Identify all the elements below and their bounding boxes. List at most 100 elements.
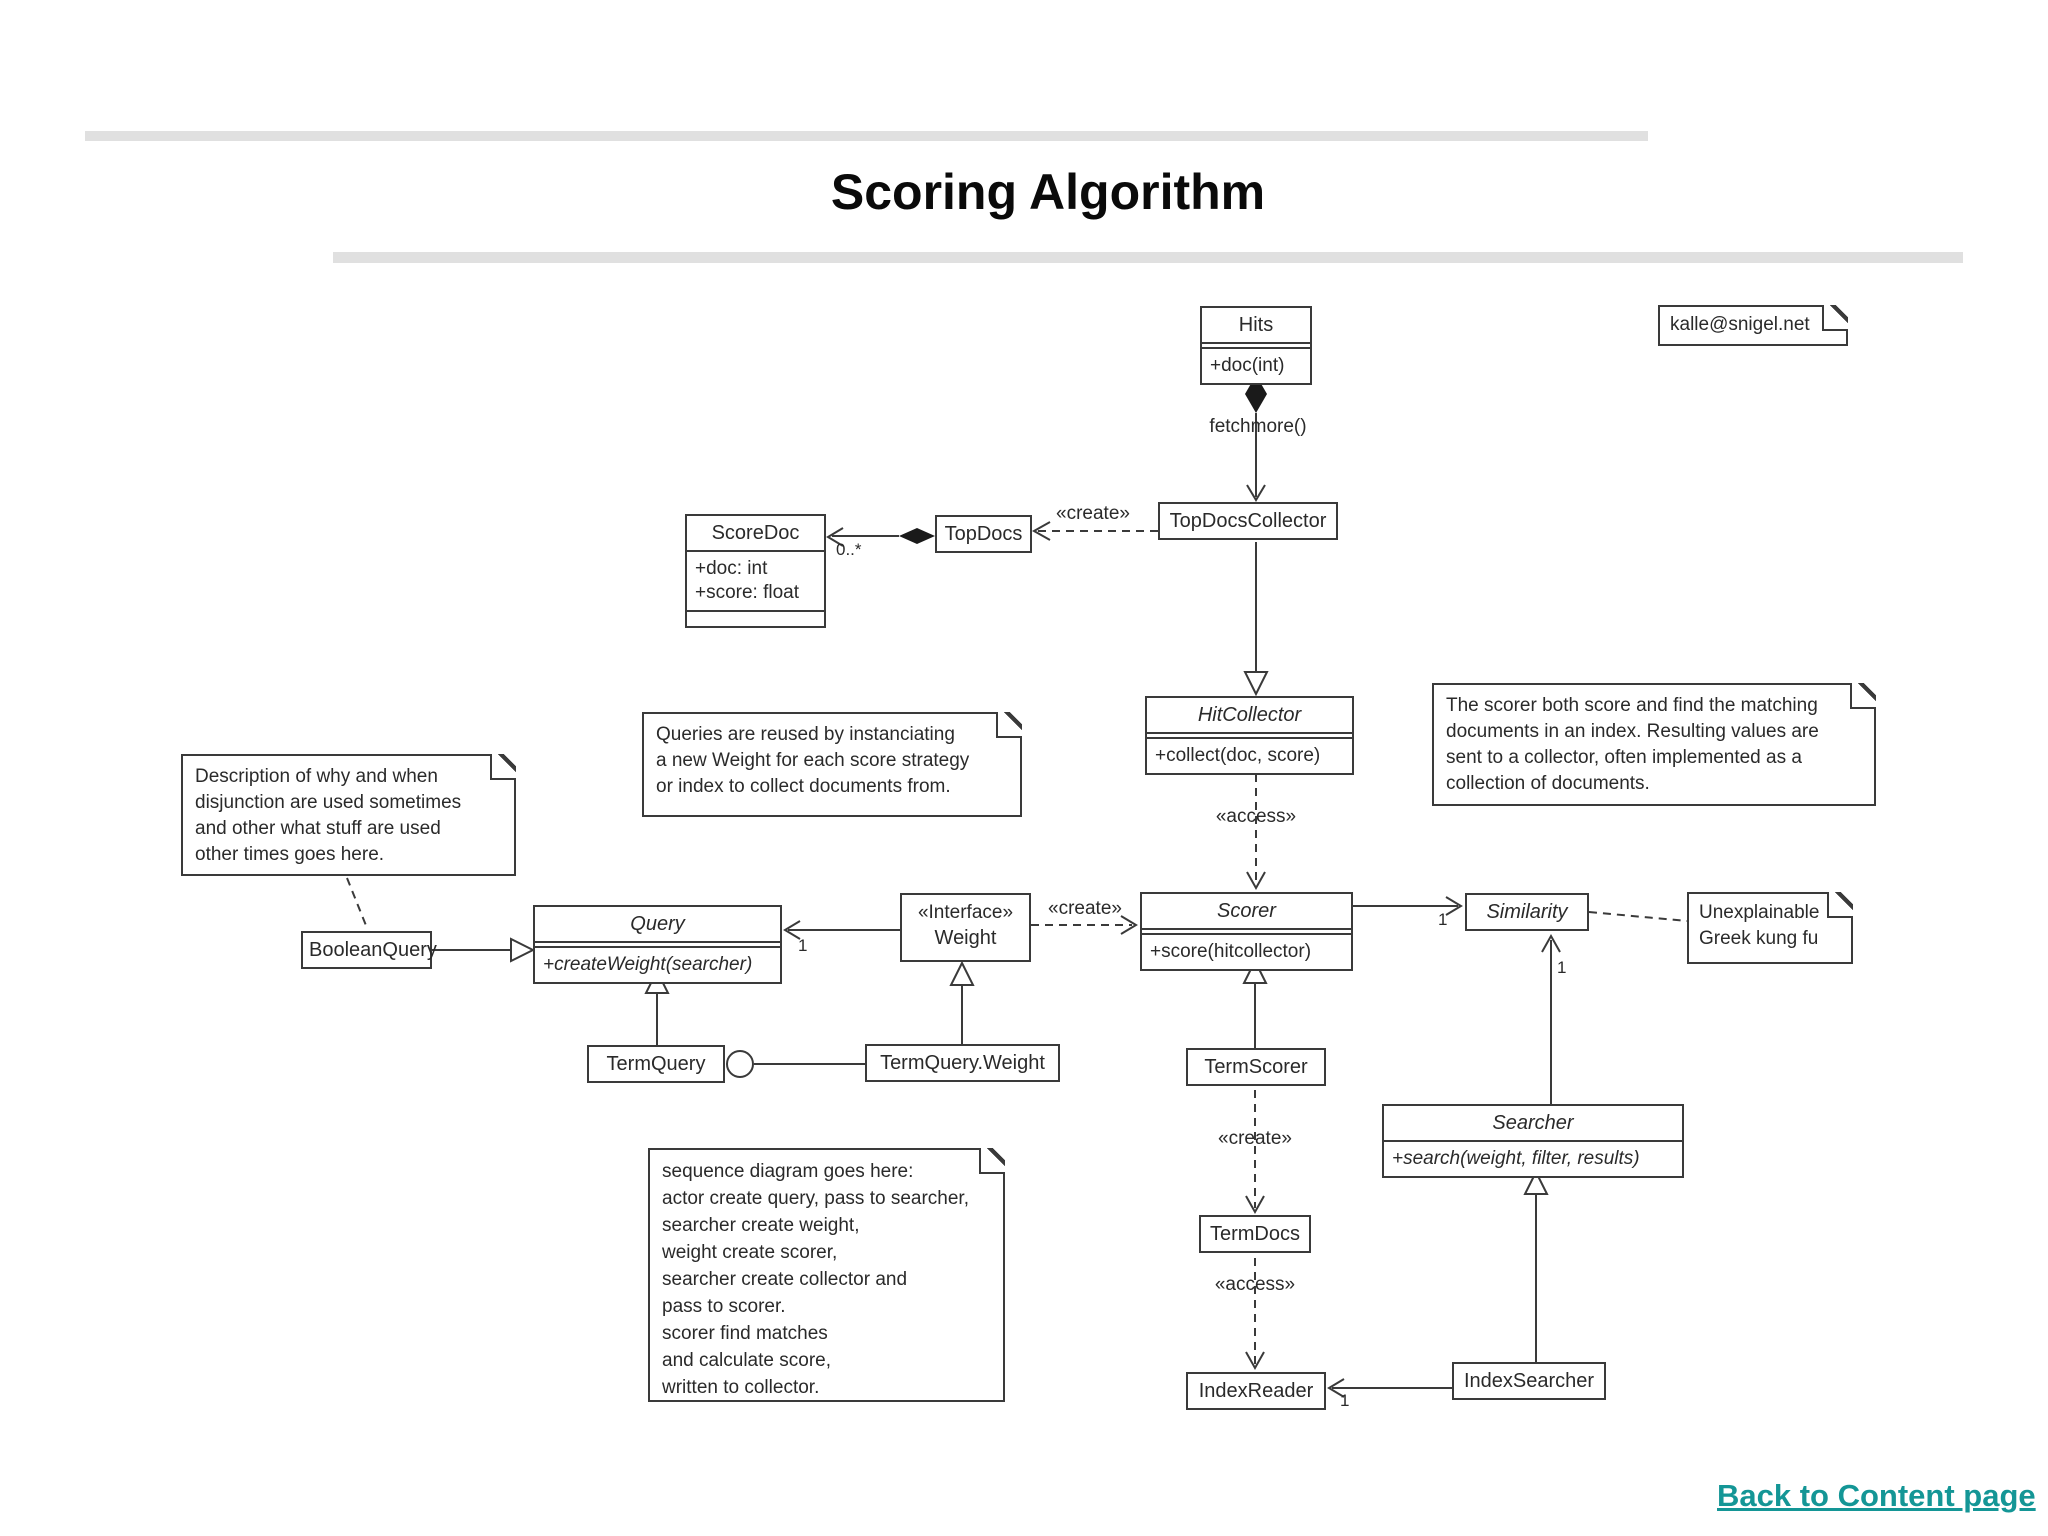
open-arrow-icon	[1031, 521, 1051, 541]
back-to-content-link[interactable]: Back to Content page	[1717, 1478, 2036, 1513]
class-name: Weight	[934, 927, 997, 949]
multiplicity-similarity-left: 1	[1438, 910, 1448, 929]
class-name: BooleanQuery	[309, 939, 437, 961]
class-attribute: +doc: int	[695, 558, 768, 579]
class-termdocs: TermDocs	[1199, 1215, 1311, 1253]
open-arrow-icon	[826, 527, 844, 547]
stereotype-label: «Interface»	[917, 902, 1014, 923]
open-arrow-icon	[1246, 484, 1266, 502]
open-arrow-icon	[1245, 1195, 1265, 1215]
class-termquery: TermQuery	[587, 1045, 725, 1083]
class-name: TopDocs	[944, 523, 1023, 545]
note-text: Unexplainable Greek kung fu	[1699, 902, 1820, 949]
compartment-separator	[1384, 1140, 1682, 1142]
note-text: sequence diagram goes here: actor create…	[662, 1161, 969, 1398]
open-arrow-icon	[783, 920, 801, 940]
open-arrow-icon	[1541, 933, 1561, 953]
generalization-arrow-icon	[510, 937, 536, 963]
note-fold-icon	[1822, 305, 1848, 331]
class-scorer: Scorer +score(hitcollector)	[1140, 892, 1353, 971]
class-searcher: Searcher +search(weight, filter, results…	[1382, 1104, 1684, 1178]
note-kung-fu: Unexplainable Greek kung fu	[1687, 892, 1853, 964]
note-fold-icon	[979, 1148, 1005, 1174]
class-name: Scorer	[1217, 900, 1276, 922]
class-indexreader: IndexReader	[1186, 1372, 1326, 1410]
class-name: TermQuery	[606, 1053, 706, 1075]
note-email: kalle@snigel.net	[1658, 305, 1848, 346]
note-text: Description of why and when disjunction …	[195, 766, 462, 865]
class-method: +createWeight(searcher)	[543, 954, 753, 975]
note-fold-icon	[996, 712, 1022, 738]
compartment-separator	[687, 550, 824, 552]
note-queries-reuse: Queries are reused by instanciating a ne…	[642, 712, 1022, 817]
generalization-arrow-icon	[1243, 671, 1269, 697]
class-weight-interface: «Interface» Weight	[900, 893, 1031, 962]
multiplicity-query: 1	[798, 936, 808, 955]
edge-label-create-termdocs: «create»	[1218, 1128, 1292, 1149]
class-termscorer: TermScorer	[1186, 1048, 1326, 1086]
edge-label-create-topdocs: «create»	[1056, 503, 1130, 524]
class-name: TermScorer	[1204, 1056, 1308, 1078]
class-attributes: +doc: int +score: float	[687, 552, 824, 610]
compartment-separator	[687, 610, 824, 612]
class-similarity: Similarity	[1465, 893, 1589, 931]
composition-diamond-icon	[899, 528, 935, 544]
open-arrow-icon	[1120, 915, 1138, 935]
class-name: TopDocsCollector	[1169, 510, 1327, 532]
multiplicity-indexreader: 1	[1340, 1391, 1350, 1410]
class-name: Searcher	[1492, 1112, 1574, 1134]
top-accent-bar	[85, 131, 1648, 141]
note-disjunction: Description of why and when disjunction …	[181, 754, 516, 876]
compartment-separator	[1147, 732, 1352, 739]
class-hitcollector: HitCollector +collect(doc, score)	[1145, 696, 1354, 775]
class-name: TermQuery.Weight	[880, 1052, 1045, 1074]
empty-compartment	[687, 612, 824, 626]
page-title: Scoring Algorithm	[830, 164, 1266, 220]
class-topdocscollector: TopDocsCollector	[1158, 502, 1338, 540]
class-name: IndexSearcher	[1463, 1370, 1595, 1392]
compartment-separator	[1142, 928, 1351, 935]
multiplicity-scoredoc: 0..*	[836, 540, 862, 559]
title-underline-bar	[333, 252, 1963, 263]
generalization-arrow-icon	[949, 960, 975, 986]
class-booleanquery: BooleanQuery	[301, 931, 437, 969]
compartment-separator	[1202, 342, 1310, 349]
edge-note-booleanquery	[346, 877, 368, 929]
class-scoredoc: ScoreDoc +doc: int +score: float	[685, 514, 826, 628]
class-termqueryweight: TermQuery.Weight	[865, 1044, 1060, 1082]
class-hits: Hits +doc(int)	[1200, 306, 1312, 385]
multiplicity-similarity-bottom: 1	[1557, 958, 1567, 977]
note-text: kalle@snigel.net	[1670, 314, 1810, 335]
edge-similarity-note	[1588, 911, 1688, 922]
note-text: The scorer both score and find the match…	[1446, 695, 1819, 794]
open-arrow-icon	[1246, 871, 1266, 891]
class-indexsearcher: IndexSearcher	[1452, 1362, 1606, 1400]
class-method: +doc(int)	[1210, 355, 1285, 376]
edge-label-access-indexreader: «access»	[1214, 1274, 1296, 1295]
class-method: +search(weight, filter, results)	[1392, 1148, 1640, 1169]
note-fold-icon	[1850, 683, 1876, 709]
note-fold-icon	[1827, 892, 1853, 918]
open-arrow-icon	[1245, 1351, 1265, 1371]
note-sequence: sequence diagram goes here: actor create…	[648, 1148, 1005, 1402]
compartment-separator	[535, 941, 780, 948]
class-query: Query +createWeight(searcher)	[533, 905, 782, 984]
generalization-arrow-icon	[1242, 958, 1268, 984]
class-name: IndexReader	[1198, 1380, 1314, 1402]
generalization-arrow-icon	[1523, 1169, 1549, 1195]
class-name: Query	[630, 913, 685, 935]
edge-label-create-scorer: «create»	[1048, 898, 1122, 919]
class-topdocs: TopDocs	[935, 515, 1032, 553]
class-name: HitCollector	[1197, 704, 1302, 726]
note-scorer-behavior: The scorer both score and find the match…	[1432, 683, 1876, 806]
edge-label-fetchmore: fetchmore()	[1209, 416, 1307, 437]
class-name: ScoreDoc	[711, 522, 800, 544]
open-arrow-icon	[1445, 896, 1463, 916]
open-arrow-icon	[1327, 1378, 1345, 1398]
note-text: Queries are reused by instanciating a ne…	[656, 724, 970, 797]
interface-lollipop-icon	[726, 1050, 754, 1078]
class-attribute: +score: float	[695, 582, 800, 603]
edge-label-access-scorer: «access»	[1215, 806, 1297, 827]
class-method: +collect(doc, score)	[1155, 745, 1321, 766]
